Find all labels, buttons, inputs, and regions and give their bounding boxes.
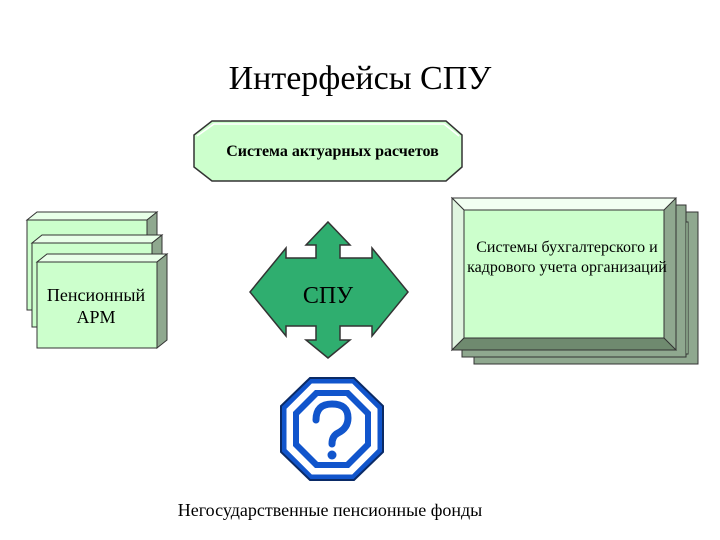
spu-label: СПУ	[302, 283, 354, 309]
accounting-systems-label: Системы бухгалтерского и кадрового учета…	[467, 239, 667, 276]
workstation-stack	[25, 210, 169, 350]
accounting-stack	[450, 196, 699, 365]
actuarial-system-label: Система актуарных расчетов	[226, 143, 439, 160]
diagram-title: Интерфейсы СПУ	[228, 60, 492, 97]
actuarial-system-box	[193, 120, 463, 182]
npf-label: Негосударственные пенсионные фонды	[177, 500, 483, 520]
question-mark-icon	[280, 377, 384, 481]
workstation-label: Пенсионный АРМ	[46, 285, 146, 327]
spu-cross-arrow	[249, 220, 409, 359]
